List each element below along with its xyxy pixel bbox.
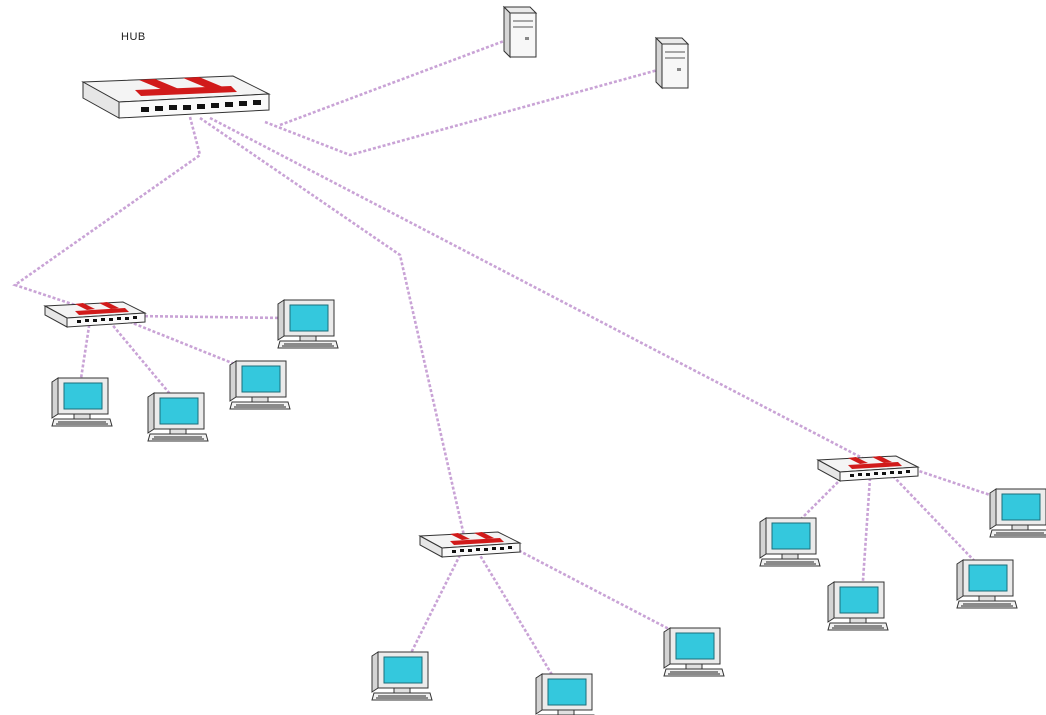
computer-icon — [663, 627, 725, 677]
cable-right-pc-c — [892, 475, 986, 573]
cable-middle-pc-b — [476, 551, 562, 689]
computer-icon — [535, 673, 597, 715]
hub-icon — [44, 301, 146, 328]
cable-left-pc-b — [109, 321, 176, 401]
computer-icon — [371, 651, 433, 701]
computer-icon — [827, 581, 889, 631]
computer-icon — [229, 360, 291, 410]
cable-right-pc-b — [860, 477, 872, 596]
cable-right-pc-a — [789, 474, 846, 531]
computer-icon — [147, 392, 209, 442]
computer-icon — [989, 488, 1046, 538]
computer-icon — [759, 517, 821, 567]
computer-icon — [277, 299, 339, 349]
cable-left-pc-d — [134, 314, 286, 320]
cable-hub-left-branch — [12, 116, 202, 307]
hub-icon — [419, 531, 521, 558]
hub-icon — [817, 455, 919, 482]
cable-left-pc-a — [78, 319, 92, 386]
cable-hub-right-branch — [209, 116, 871, 464]
main-hub-icon — [82, 75, 270, 119]
cable-middle-pc-c — [509, 544, 691, 642]
cable-hub-middle-branch — [199, 116, 467, 541]
computer-icon — [956, 559, 1018, 609]
server-icon — [503, 6, 537, 58]
cable-hub-server-2 — [264, 66, 666, 157]
cable-right-pc-d — [909, 466, 1006, 502]
cables — [12, 36, 1006, 689]
cable-middle-pc-a — [403, 554, 462, 666]
server-icon — [655, 37, 689, 89]
hub-label: HUB — [121, 31, 146, 43]
cable-hub-server-1 — [279, 36, 513, 127]
computer-icon — [51, 377, 113, 427]
